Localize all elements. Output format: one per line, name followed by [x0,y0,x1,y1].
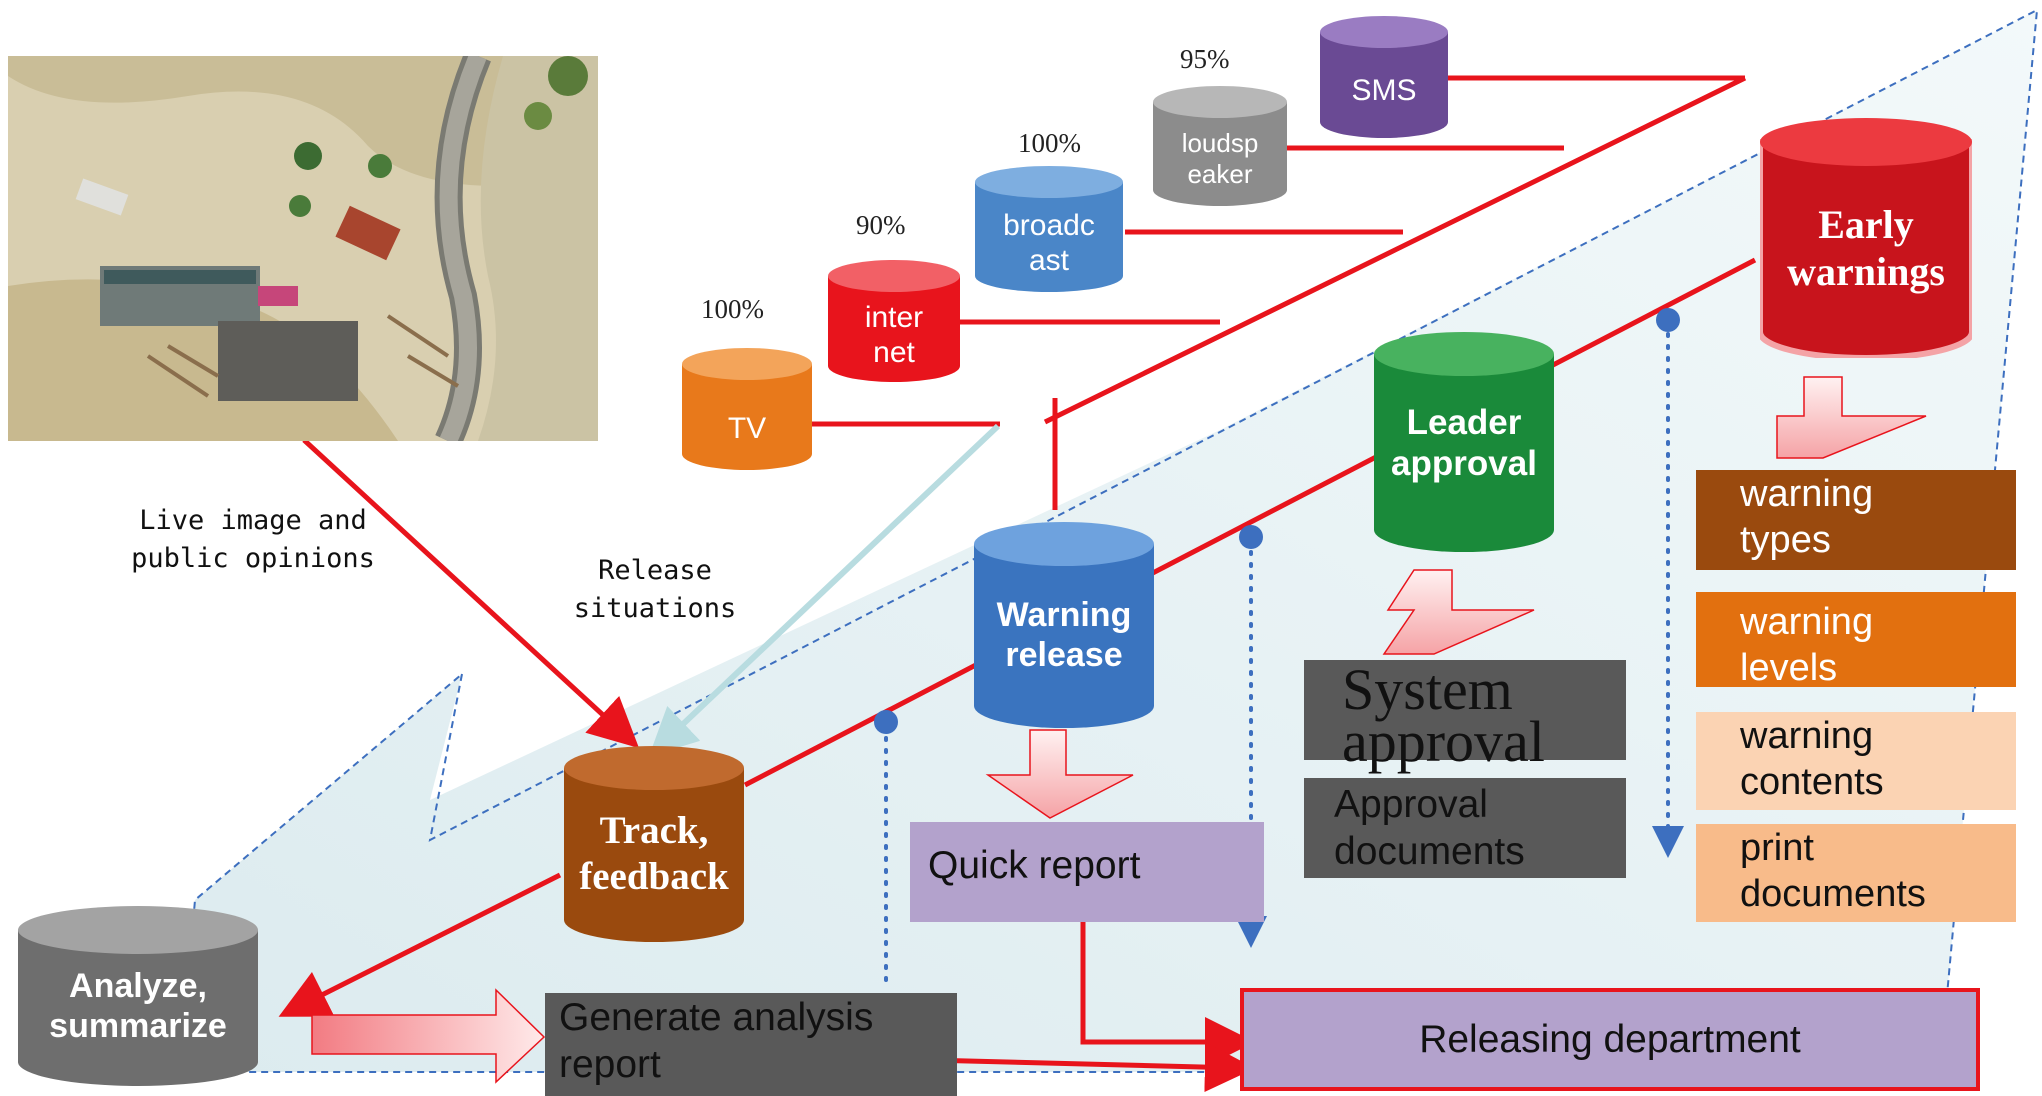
warning-contents-label: warning contents [1740,715,1884,803]
release-feedback-arrow [648,423,1001,757]
approval-documents-box: Approval documents [1304,778,1626,878]
node-warning-release: Warning release [974,522,1154,728]
broadcast-coverage-percent: 100% [1018,128,1081,158]
releasing-department-box: Releasing department [1240,988,1980,1091]
channel-sms-label: SMS [1351,74,1417,108]
leader-approval-down-arrow [1382,569,1535,655]
print-documents-label: print documents [1740,827,1926,915]
release-situations-caption: Release situations [573,555,737,624]
flood-photo [8,56,598,441]
channel-broadcast: broadc ast [975,166,1123,292]
band-outline [178,8,2039,1073]
analysis-report-box: Generate analysis report [545,993,957,1096]
early-warnings-down-arrow [1776,376,1927,459]
channel-internet: inter net [828,260,960,382]
internet-coverage-percent: 90% [856,210,906,240]
track-feedback-label: Track, feedback [579,808,729,898]
releasing-department-label: Releasing department [1419,1017,1801,1061]
channel-tv-label: TV [727,412,767,446]
node-leader-approval: Leader approval [1374,332,1554,554]
warning-levels-box: warning levels [1696,592,2016,689]
print-documents-box: print documents [1696,824,2016,922]
warning-types-label: warning types [1740,473,1874,561]
channel-bus [812,75,1747,510]
analyze-right-arrow [311,988,546,1084]
warning-release-label: Warning release [996,595,1132,674]
system-approval-box: System approval [1304,660,1626,771]
node-early-warnings: Early warnings [1760,118,1972,358]
analysis-report-label: Generate analysis report [559,996,874,1086]
warning-release-down-arrow [985,729,1134,819]
channel-broadcast-label: broadc ast [1003,208,1095,277]
system-approval-label: System approval [1342,657,1545,775]
warning-types-box: warning types [1696,470,2016,570]
node-track-feedback: Track, feedback [564,746,744,942]
node-analyze-summarize: Analyze, summarize [18,906,258,1086]
channel-sms: SMS [1320,16,1448,138]
dotted-connector-dots [874,308,1680,734]
warning-contents-box: warning contents [1696,712,2016,810]
tv-coverage-percent: 100% [701,294,764,324]
approval-documents-label: Approval documents [1334,783,1525,873]
channel-loudspeaker: loudsp eaker [1153,86,1287,206]
workflow-line [278,257,1757,1093]
channel-tv: TV [682,348,812,470]
early-warnings-label: Early warnings [1787,201,1945,294]
warning-levels-label: warning levels [1740,601,1874,689]
channel-internet-label: inter net [864,300,924,369]
analyze-summarize-label: Analyze, summarize [49,966,227,1045]
quick-report-label: Quick report [928,844,1141,887]
leader-approval-label: Leader approval [1391,402,1537,483]
loudspeaker-coverage-percent: 95% [1180,44,1230,74]
channel-loudspeaker-label: loudsp eaker [1181,128,1259,189]
live-image-caption: Live image and public opinions [131,505,375,574]
quick-report-box: Quick report [910,822,1264,922]
dotted-connectors [884,320,1684,992]
